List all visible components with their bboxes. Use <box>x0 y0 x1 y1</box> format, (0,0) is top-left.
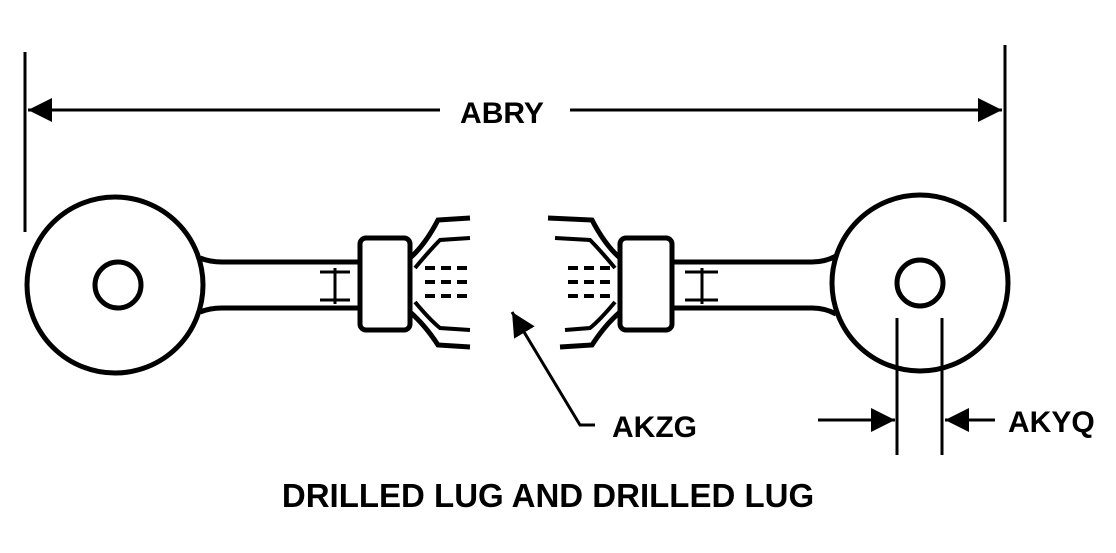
right-thread-marks <box>685 268 718 304</box>
right-lug-hole <box>894 257 946 309</box>
left-barrel-upper-prong <box>408 215 471 260</box>
right-barrel-upper-prong <box>547 215 622 260</box>
left-lug-shank-bottom <box>199 305 360 315</box>
left-lug-eye <box>24 194 206 376</box>
left-barrel-lower-prong <box>408 310 471 350</box>
left-thread-marks <box>320 268 350 304</box>
right-barrel-inner-top <box>554 236 617 270</box>
left-barrel-threads <box>425 266 468 298</box>
left-hex-nut <box>357 235 413 333</box>
right-drilled-lug <box>672 192 1011 374</box>
left-drilled-lug <box>24 194 360 376</box>
right-barrel-half <box>547 215 675 350</box>
thread-size-callout: AKZG <box>510 311 697 444</box>
right-lug-shank-bottom <box>672 305 838 317</box>
left-lug-hole <box>92 259 144 311</box>
right-hex-nut <box>617 235 675 333</box>
thread-size-label: AKZG <box>612 411 697 444</box>
hole-diameter-dimension: AKYQ <box>818 318 1095 455</box>
right-barrel-threads <box>568 266 612 298</box>
right-barrel-inner-bottom <box>564 300 617 332</box>
left-barrel-half <box>357 215 471 350</box>
right-lug-shank-top <box>672 253 838 265</box>
hole-diameter-label: AKYQ <box>1008 406 1095 439</box>
overall-length-label: ABRY <box>460 97 544 130</box>
right-barrel-lower-prong <box>559 310 622 350</box>
left-lug-shank-top <box>199 255 360 265</box>
left-barrel-inner-top <box>413 236 471 270</box>
left-barrel-inner-bottom <box>413 300 471 332</box>
overall-length-dimension: ABRY <box>23 45 1007 232</box>
diagram-caption: DRILLED LUG AND DRILLED LUG <box>282 477 814 514</box>
right-lug-eye <box>829 192 1011 374</box>
thread-size-leader <box>510 311 595 427</box>
